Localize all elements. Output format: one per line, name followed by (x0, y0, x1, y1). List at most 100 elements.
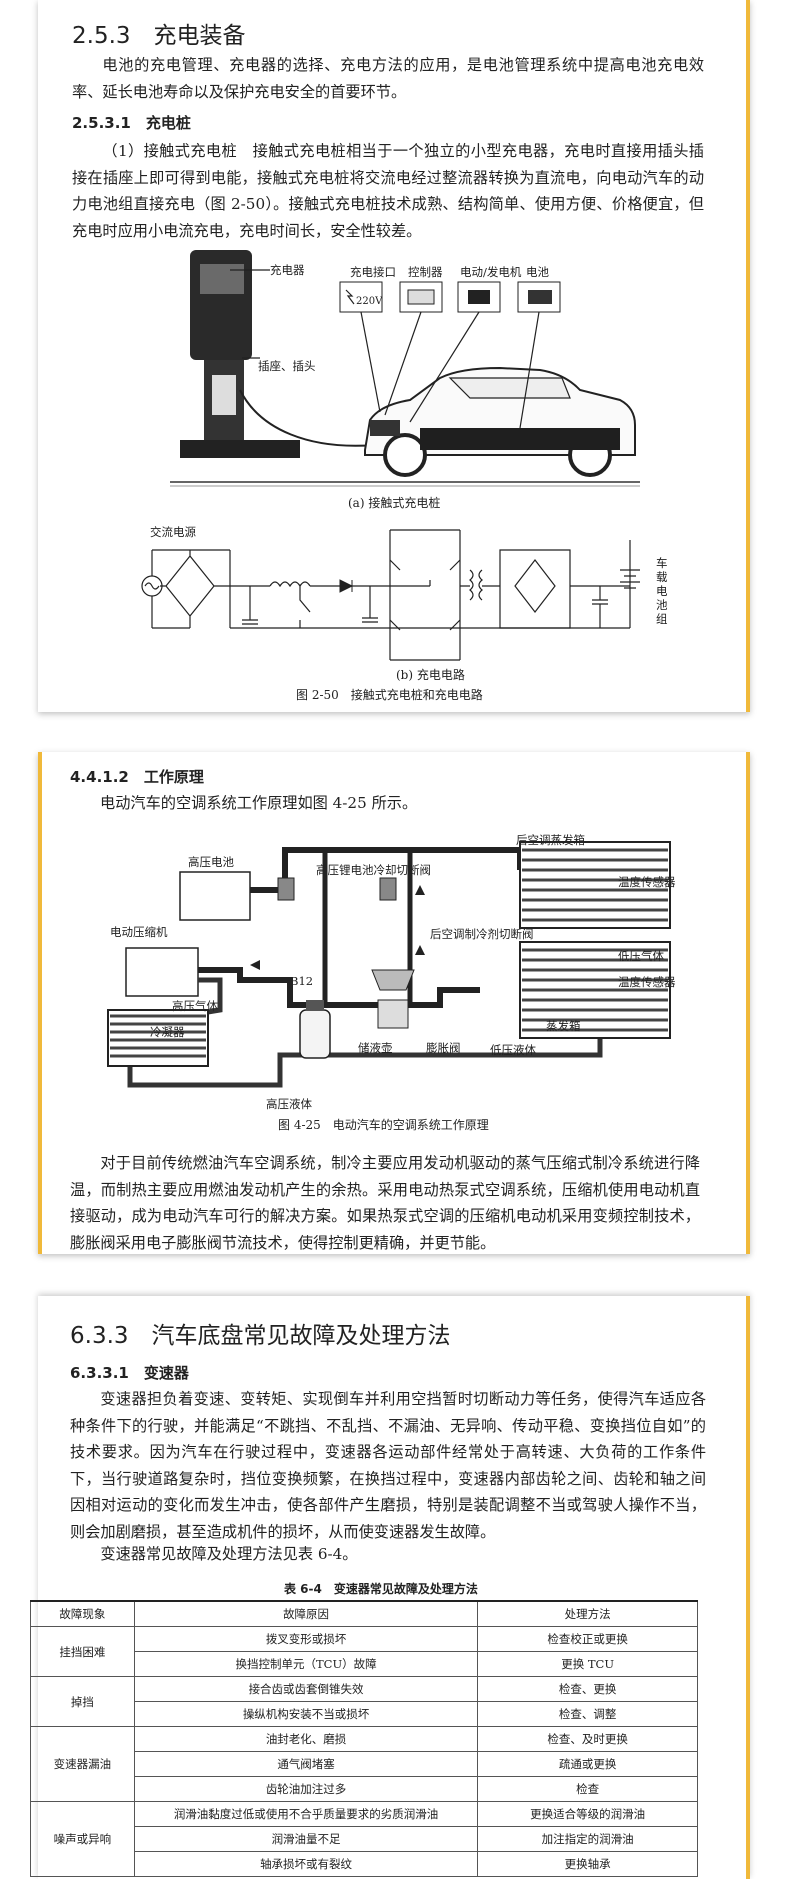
label-temp-sensor-1: 温度传感器 (618, 875, 676, 889)
remedy-cell: 更换轴承 (477, 1851, 698, 1877)
cause-cell: 操纵机构安装不当或损坏 (133, 1701, 479, 1727)
label-expansion-valve: 膨胀阀 (426, 1041, 461, 1055)
caption-b: (b) 充电电路 (396, 668, 465, 682)
label-rear-cut-valve: 后空调制冷剂切断阀 (430, 927, 534, 941)
rear-evaporator (519, 841, 671, 929)
table-row: 齿轮油加注过多 检查 (31, 1776, 698, 1802)
symptom-cell: 变速器漏油 (30, 1726, 135, 1802)
cause-cell: 齿轮油加注过多 (133, 1776, 479, 1802)
label-b12: B12 (290, 974, 314, 988)
cause-cell: 轴承损坏或有裂纹 (133, 1851, 479, 1877)
figure-4-25-caption: 图 4-25 电动汽车的空调系统工作原理 (278, 1118, 489, 1132)
subsection-title-2-5-3-1: 2.5.3.1 充电桩 (72, 114, 191, 132)
header-symptom: 故障现象 (30, 1600, 135, 1627)
symptom-cell: 掉挡 (30, 1676, 135, 1727)
header-cause: 故障原因 (133, 1600, 479, 1627)
table-reference-paragraph: 变速器常见故障及处理方法见表 6-4。 (100, 1545, 358, 1563)
hv-battery-box (179, 871, 251, 921)
cause-cell: 润滑油量不足 (133, 1826, 479, 1852)
transmission-paragraph: 变速器担负着变速、变转矩、实现倒车并利用空挡暂时切断动力等任务，使得汽车适应各种… (70, 1390, 706, 1541)
table-row: 通气阀堵塞 疏通或更换 (31, 1751, 698, 1777)
section-title-2-5-3: 2.5.3 充电装备 (72, 23, 246, 49)
inductor (269, 581, 311, 588)
table-row: 噪声或异响 润滑油黏度过低或使用不合乎质量要求的劣质润滑油 更换适合等级的润滑油 (30, 1801, 698, 1877)
label-ac-source: 交流电源 (150, 525, 196, 539)
remedy-cell: 更换适合等级的润滑油 (477, 1801, 698, 1827)
label-hv-battery: 高压电池 (188, 855, 234, 869)
battery-pack-symbol (620, 569, 640, 589)
port-box (339, 281, 383, 313)
switch (299, 586, 311, 628)
remedy-cell: 更换 TCU (477, 1651, 698, 1677)
label-motor: 电动/发电机 (460, 265, 522, 279)
label-li-valve: 高压锂电池冷却切断阀 (316, 863, 431, 877)
remedy-cell: 检查、及时更换 (477, 1726, 698, 1752)
receiver-drier (299, 1000, 331, 1059)
label-port: 充电接口 (350, 265, 396, 279)
transformer (469, 569, 483, 601)
label-lp-liquid: 低压液体 (490, 1043, 536, 1057)
pile-base (180, 440, 300, 458)
label-controller: 控制器 (408, 265, 443, 279)
battery-box (517, 281, 561, 313)
caption-a: (a) 接触式充电桩 (348, 496, 441, 510)
charging-circuit-figure (141, 529, 640, 661)
ac-system-figure (107, 841, 671, 1088)
controller-box (399, 281, 443, 313)
remedy-cell: 检查 (477, 1776, 698, 1802)
label-rear-evaporator: 后空调蒸发箱 (516, 833, 585, 847)
cause-cell: 接合齿或齿套倒锥失效 (133, 1676, 479, 1702)
remedy-cell: 检查校正或更换 (477, 1626, 698, 1652)
capacitor-1 (242, 586, 258, 625)
label-evaporator: 蒸发箱 (546, 1019, 581, 1033)
cause-cell: 通气阀堵塞 (133, 1751, 479, 1777)
subsection-title-6-3-3-1: 6.3.3.1 变速器 (70, 1364, 189, 1382)
section-title-6-3-3: 6.3.3 汽车底盘常见故障及处理方法 (70, 1323, 451, 1349)
label-hv-liquid: 高压液体 (266, 1097, 312, 1111)
front-wheel (383, 433, 427, 477)
figure-2-50-caption: 图 2-50 接触式充电桩和充电电路 (296, 688, 483, 702)
symptom-cell: 噪声或异响 (30, 1801, 135, 1877)
table-row: 润滑油量不足 加注指定的润滑油 (31, 1826, 698, 1852)
table-row: 变速器漏油 油封老化、磨损 检查、及时更换 (30, 1726, 698, 1802)
label-condenser: 冷凝器 (150, 1025, 185, 1039)
motor-box (457, 281, 501, 313)
label-temp-sensor-2: 温度传感器 (618, 975, 676, 989)
bridge-rectifier-2 (499, 549, 571, 629)
label-e-compressor: 电动压缩机 (110, 925, 168, 939)
table-row: 轴承损坏或有裂纹 更换轴承 (31, 1851, 698, 1877)
remedy-cell: 检查、更换 (477, 1676, 698, 1702)
label-charger: 充电器 (270, 263, 305, 277)
cause-cell: 润滑油黏度过低或使用不合乎质量要求的劣质润滑油 (133, 1801, 479, 1827)
symptom-cell: 挂挡困难 (30, 1626, 135, 1677)
cause-cell: 油封老化、磨损 (133, 1726, 479, 1752)
bridge-rectifier-1 (160, 550, 240, 628)
ac-explanation-paragraph: 对于目前传统燃油汽车空调系统，制冷主要应用发动机驱动的蒸气压缩式制冷系统进行降温… (70, 1154, 700, 1252)
table-row: 掉挡 接合齿或齿套倒锥失效 检查、更换 (30, 1676, 698, 1727)
label-hv-gas: 高压气体 (172, 999, 218, 1013)
diode (339, 579, 354, 593)
subsection-title-4-4-1-2: 4.4.1.2 工作原理 (70, 768, 204, 786)
table-row: 操纵机构安装不当或损坏 检查、调整 (31, 1701, 698, 1727)
remedy-cell: 加注指定的润滑油 (477, 1826, 698, 1852)
table-6-4-title: 表 6-4 变速器常见故障及处理方法 (284, 1582, 478, 1596)
label-receiver: 储液壶 (358, 1041, 393, 1055)
charging-cable (239, 389, 376, 447)
label-socket-plug: 插座、插头 (258, 359, 316, 373)
ac-intro-paragraph: 电动汽车的空调系统工作原理如图 4-25 所示。 (100, 794, 418, 812)
capacitor-2 (362, 586, 378, 623)
cause-cell: 拨叉变形或损坏 (133, 1626, 479, 1652)
label-lp-gas: 低压气体 (618, 949, 664, 963)
expansion-valve (371, 969, 415, 1029)
table-row: 换挡控制单元（TCU）故障 更换 TCU (31, 1651, 698, 1677)
h-bridge (389, 529, 461, 661)
label-port-value: 220V (356, 296, 383, 307)
table-row: 挂挡困难 拨叉变形或损坏 检查校正或更换 (30, 1626, 698, 1677)
remedy-cell: 疏通或更换 (477, 1751, 698, 1777)
intro-paragraph: 电池的充电管理、充电器的选择、充电方法的应用，是电池管理系统中提高电池充电效率、… (72, 56, 704, 101)
li-cut-valve (277, 877, 295, 901)
fault-table: 故障现象 故障原因 处理方法 挂挡困难 拨叉变形或损坏 检查校正或更换 换挡控制… (30, 1600, 698, 1877)
condenser (107, 1009, 209, 1067)
charging-pile-figure (170, 250, 640, 487)
rear-cut-valve (379, 877, 397, 901)
